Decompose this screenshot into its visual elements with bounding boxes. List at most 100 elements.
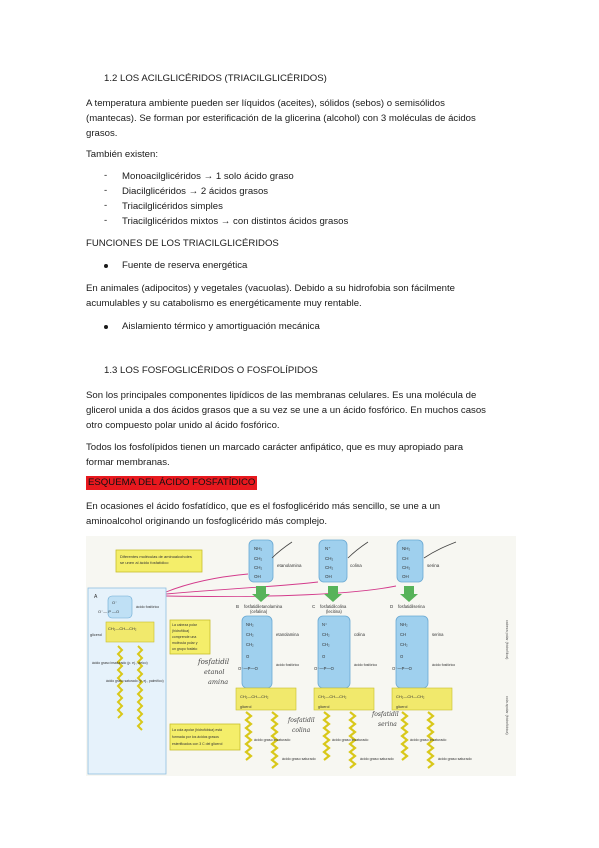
svg-text:O⁻—P—O: O⁻—P—O (314, 666, 335, 671)
product-letter: C (312, 604, 316, 609)
note-text: se unen al ácido fosfatídico (120, 560, 169, 565)
svg-text:CH₂: CH₂ (254, 556, 262, 561)
paragraph-line: formar membranas. (86, 457, 170, 468)
svg-text:O⁻— P —O: O⁻— P —O (98, 609, 119, 614)
choline-molecule: N⁺ CH₂ CH₂ OH colina (318, 539, 362, 583)
chain-label: ácido graso insaturado (254, 738, 290, 742)
paragraph-line: En ocasiones el ácido fosfatídico, que e… (86, 501, 441, 512)
svg-text:NH₂: NH₂ (400, 622, 408, 627)
note-box-mid (169, 619, 211, 655)
alcohol-label: colina (354, 632, 366, 637)
svg-text:CH₂: CH₂ (246, 642, 254, 647)
list-dash: - (104, 215, 108, 226)
handwritten-note: fosfatidil (287, 717, 315, 724)
paragraph-line: Son los principales componentes lipídico… (86, 390, 477, 401)
handwritten-note: fosfatidil (197, 658, 229, 666)
reaction-arrow (165, 585, 397, 597)
alcohol-label: colina (350, 563, 362, 568)
also-exist-label: También existen: (86, 149, 158, 160)
svg-text:CH: CH (400, 632, 406, 637)
svg-text:CH₂: CH₂ (400, 642, 408, 647)
note-box-bottom (169, 723, 241, 751)
note-box-top (115, 549, 203, 573)
product-alt: (cefalina) (250, 609, 268, 614)
serine-molecule: NH₂ CH CH₂ OH serina (396, 539, 440, 583)
svg-text:CH₂: CH₂ (325, 556, 333, 561)
paragraph-line: grasos. (86, 128, 118, 139)
bullet-dot (104, 325, 108, 329)
list-dash: - (104, 200, 108, 211)
panel-letter: A (94, 594, 98, 600)
phospholipid-figure: Diferentes moléculas de aminoalcoholes s… (86, 536, 516, 776)
handwritten-note: amina (208, 678, 228, 686)
phosphatidylserine: NH₂ CH CH₂ O O⁻—P—O serina ácido fosfóri… (391, 615, 472, 769)
chain-label: ácido graso insaturado (410, 738, 446, 742)
down-arrow (324, 586, 342, 602)
paragraph-line: En animales (adipocitos) y vegetales (va… (86, 283, 456, 294)
phosphatidylethanolamine: NH₂ CH₂ CH₂ O O⁻—P—O etanolamina ácido f… (235, 615, 316, 769)
svg-text:O⁻—P—O: O⁻—P—O (238, 666, 259, 671)
chain-label: ácido graso saturado (282, 757, 316, 761)
list-item: Triacilglicéridos simples (122, 201, 223, 212)
list-item: Monoacilglicéridos → 1 solo ácido graso (122, 171, 294, 182)
svg-text:CH₂: CH₂ (322, 632, 330, 637)
note-text: molécula polar y (172, 641, 198, 645)
svg-text:NH₂: NH₂ (246, 622, 254, 627)
svg-text:CH₂—CH—CH₂: CH₂—CH—CH₂ (108, 626, 137, 631)
list-item: Triacilglicéridos mixtos → con distintos… (122, 216, 349, 227)
list-dash: - (104, 185, 108, 196)
handwritten-note: colina (292, 727, 311, 734)
bullet-dot (104, 264, 108, 268)
functions-heading: FUNCIONES DE LOS TRIACILGLICÉRIDOS (86, 238, 279, 249)
glycerol-label: glicerol (396, 705, 408, 709)
note-text: comprende una (172, 635, 196, 639)
note-text: (hidrofílica) (172, 629, 189, 633)
amine-head: N⁺ (325, 546, 331, 551)
handwritten-note: serina (378, 721, 397, 728)
paragraph-line: A temperatura ambiente pueden ser líquid… (86, 98, 445, 109)
chain-label: ácido graso insaturado (332, 738, 368, 742)
acid-label: ácido fosfórico (432, 663, 455, 667)
phosphatidylcholine: N⁺ CH₂ CH₂ O O⁻—P—O colina ácido fosfóri… (313, 615, 394, 769)
bullet-item: Aislamiento térmico y amortiguación mecá… (122, 321, 320, 332)
fatty-acid-label: ácido graso saturado (p. ej., palmítico) (106, 679, 164, 683)
glycerol-label: glicerol (90, 633, 102, 637)
pencil-arrow (423, 541, 457, 559)
acid-label: ácido fosfórico (354, 663, 377, 667)
ethanolamine-molecule: NH₂ CH₂ CH₂ OH etanolamina (248, 539, 302, 583)
fatty-acid-chain (116, 645, 124, 719)
phosphatidic-acid-panel: A O⁻ O⁻— P —O ácido fosfórico CH₂—CH—CH₂… (87, 587, 167, 775)
note-text: esterificados con 3 C del glicerol (172, 742, 223, 746)
svg-text:O: O (322, 654, 326, 659)
product-alt: (lecitina) (326, 609, 342, 614)
glycerol-label: glicerol (240, 705, 252, 709)
molecule-box (248, 539, 274, 583)
product-letter: D (390, 604, 394, 609)
svg-text:N⁺: N⁺ (322, 622, 327, 627)
svg-text:CH: CH (402, 556, 409, 561)
svg-text:CH₂—CH—CH₂: CH₂—CH—CH₂ (318, 694, 347, 699)
amine-head: NH₂ (402, 546, 410, 551)
note-text: La cola apolar (hidrofóbica) está (172, 728, 222, 732)
svg-text:CH₂: CH₂ (402, 565, 410, 570)
fatty-acid-label: ácido graso insaturado (p. ej., oleico) (92, 661, 148, 665)
svg-text:CH₂: CH₂ (322, 642, 330, 647)
molecule-box (396, 539, 424, 583)
handwritten-note: etanol (204, 668, 225, 676)
svg-text:CH₂—CH—CH₂: CH₂—CH—CH₂ (396, 694, 425, 699)
paragraph-line: Todos los fosfolípidos tienen un marcado… (86, 442, 464, 453)
svg-text:CH₂: CH₂ (246, 632, 254, 637)
svg-text:CH₂: CH₂ (325, 565, 333, 570)
list-item: Diacilglicéridos → 2 ácidos grasos (122, 186, 269, 197)
svg-text:O⁻: O⁻ (112, 600, 117, 605)
chain-label: ácido graso saturado (438, 757, 472, 761)
note-text: Diferentes moléculas de aminoalcoholes (120, 554, 192, 559)
paragraph-line: otro compuesto polar unido al ácido fosf… (86, 420, 280, 431)
pencil-arrow (347, 541, 369, 559)
note-text: La cabeza polar (172, 623, 198, 627)
paragraph-line: aminoalcohol originando un fosfoglicérid… (86, 516, 328, 527)
molecule-box (318, 539, 348, 583)
paragraph-line: (mantecas). Se forman por esterificación… (86, 113, 476, 124)
panel-frame (87, 587, 167, 775)
